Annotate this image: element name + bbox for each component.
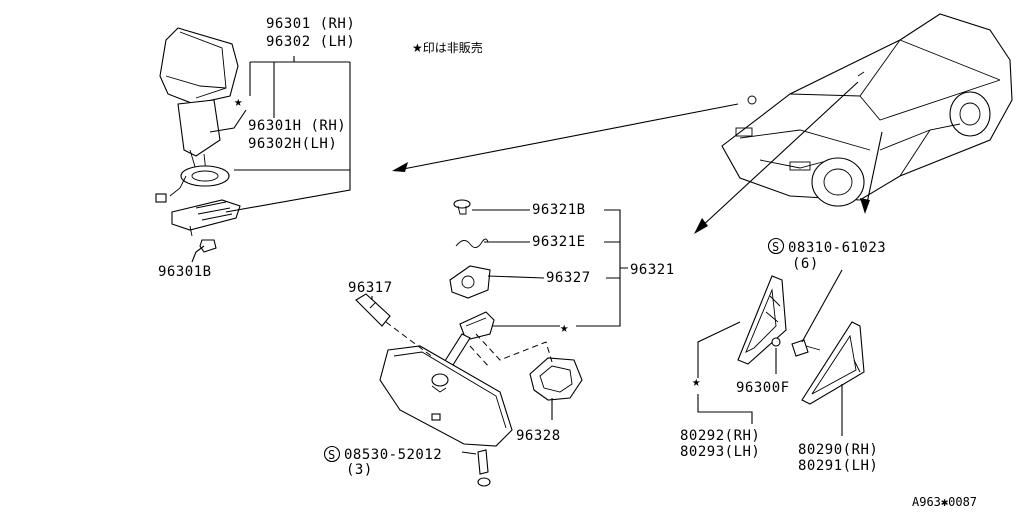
screw-symbol-08310: S (767, 237, 785, 255)
label-08310-61023: 08310-61023 (788, 240, 886, 256)
screw-symbol-08530: S (323, 445, 341, 463)
note-not-for-sale: ★印は非販売 (412, 40, 483, 55)
leader-08310 (801, 269, 843, 343)
leader-96301b (191, 245, 205, 263)
pointer-arrows (392, 81, 883, 234)
leader-96301h (209, 109, 247, 133)
label-80291-lh: 80291(LH) (798, 458, 878, 474)
leader-96321-bracket (472, 209, 560, 327)
label-96328: 96328 (516, 428, 561, 444)
label-96300f: 96300F (736, 380, 790, 396)
star-mirror-symbol: ★ (234, 94, 243, 110)
label-08530-qty: (3) (346, 462, 373, 478)
star-inside-mirror-symbol: ★ (560, 320, 569, 336)
label-96301h-rh: 96301H (RH) (248, 118, 346, 134)
diagram-code: A963✱0087 (912, 495, 977, 509)
label-80290-rh: 80290(RH) (798, 442, 878, 458)
assembly-dashes (385, 321, 553, 369)
label-96302-lh: 96302 (LH) (266, 34, 355, 50)
label-80292-rh: 80292(RH) (680, 428, 760, 444)
label-96302h-lh: 96302H(LH) (248, 136, 337, 152)
label-80293-lh: 80293(LH) (680, 444, 760, 460)
label-96321b: 96321B (532, 202, 586, 218)
label-96321: 96321 (630, 262, 675, 278)
leader-80292 (697, 321, 753, 424)
inside-mirror-drawing (355, 199, 583, 487)
leader-96301 (225, 56, 351, 213)
screw-symbol-08530-letter: S (328, 448, 335, 462)
label-08310-qty: (6) (792, 256, 819, 272)
label-96317: 96317 (348, 280, 393, 296)
label-96301b: 96301B (158, 264, 212, 280)
star-corner-symbol: ★ (692, 374, 701, 390)
leader-96321-group (576, 209, 628, 327)
label-96327: 96327 (546, 270, 591, 286)
door-mirror-drawing (155, 27, 241, 253)
car-drawing (721, 13, 1013, 207)
leader-08530 (461, 451, 477, 455)
screw-symbol-08310-letter: S (772, 240, 779, 254)
label-96321e: 96321E (532, 234, 586, 250)
label-96301-rh: 96301 (RH) (266, 16, 355, 32)
corner-finisher-drawing (737, 275, 865, 405)
label-08530-52012: 08530-52012 (344, 447, 442, 463)
